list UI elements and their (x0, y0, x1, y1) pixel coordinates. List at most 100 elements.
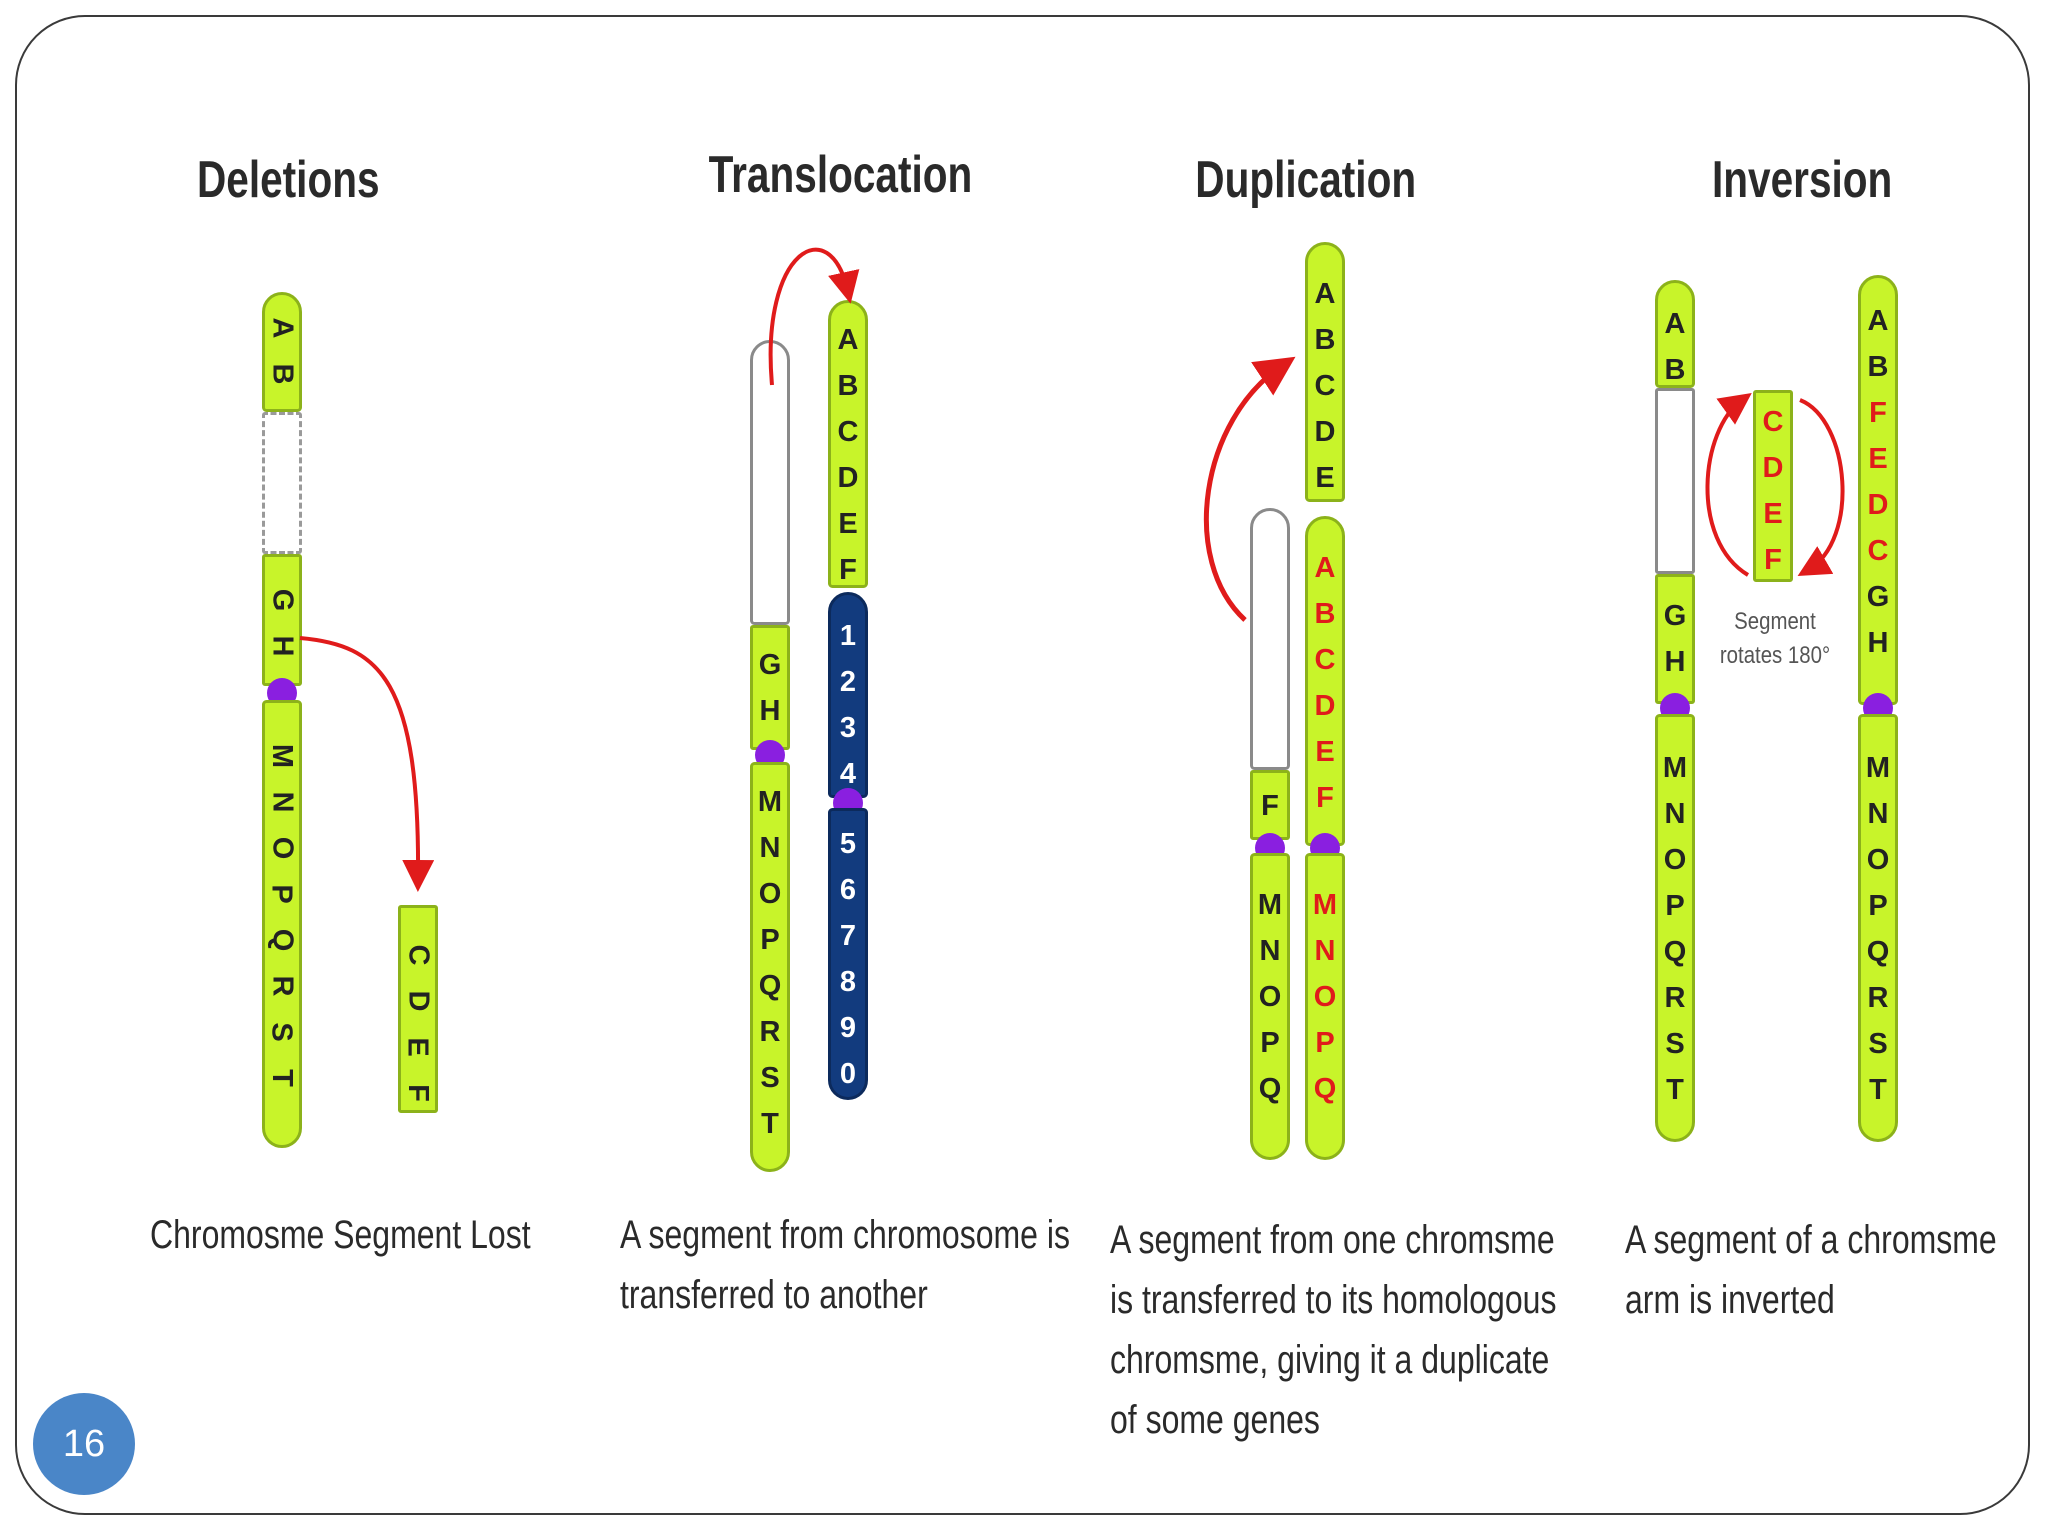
gene-letter: T (1666, 1074, 1684, 1106)
gene-letter: M (1865, 752, 1891, 784)
gene-letter: O (1258, 981, 1282, 1013)
gene-letter: S (1868, 1028, 1888, 1060)
gene-letter: 7 (839, 920, 857, 952)
title-inversion: Inversion (1712, 151, 1893, 209)
gene-letter: M (757, 786, 783, 818)
gene-letter: E (1315, 462, 1335, 494)
translocation-arrow (768, 247, 860, 386)
gene-letter: E (1868, 443, 1888, 475)
gene-letter: A (1314, 278, 1336, 310)
gene-letter: N (1867, 798, 1889, 830)
gene-letter: P (1868, 890, 1888, 922)
gene-letter: T (761, 1108, 779, 1140)
gene-letter: S (760, 1062, 780, 1094)
page-number-badge: 16 (33, 1393, 135, 1495)
gene-letter: O (1866, 844, 1890, 876)
gene-letter: F (1764, 544, 1782, 576)
gene-letter: R (1867, 982, 1889, 1014)
gene-letter: M (1312, 889, 1338, 921)
inversion-arrow-right (1797, 398, 1845, 577)
caption-line: arm is inverted (1625, 1278, 1835, 1322)
gene-letter: B (837, 370, 859, 402)
gene-letter: G (758, 649, 782, 681)
gene-letter: A (1664, 308, 1686, 340)
caption-line: A segment from chromosome is (620, 1213, 1070, 1257)
caption-line: Chromosme Segment Lost (150, 1213, 531, 1257)
gene-letter: F (1261, 790, 1279, 822)
caption-translocation: A segment from chromosome is transferred… (620, 1205, 1070, 1325)
gene-letter: R (1664, 982, 1686, 1014)
inversion-empty-region (1655, 388, 1695, 574)
gene-letter: 5 (839, 828, 857, 860)
caption-line: transferred to another (620, 1273, 928, 1317)
gene-letter: O (1663, 844, 1687, 876)
gene-letter: A (1314, 552, 1336, 584)
gene-letter: Q (1258, 1073, 1282, 1105)
duplication-left-mid: F (1250, 770, 1290, 840)
gene-letter: N (759, 832, 781, 864)
gene-letter: M (1662, 752, 1688, 784)
gene-letter: H (759, 695, 781, 727)
gene-letter: 6 (839, 874, 857, 906)
gene-letter: 0 (839, 1058, 857, 1090)
deletion-gap (262, 412, 302, 554)
gene-letter: B (1664, 354, 1686, 386)
caption-line: chromsme, giving it a duplicate (1110, 1338, 1550, 1382)
gene-letter: Q (1866, 936, 1890, 968)
gene-letter: B (1867, 351, 1889, 383)
gene-letter: 3 (839, 712, 857, 744)
inversion-note-line: Segment (1734, 608, 1816, 635)
caption-line: of some genes (1110, 1398, 1320, 1442)
gene-letter: D (1314, 690, 1336, 722)
gene-letter: Q (758, 970, 782, 1002)
gene-letter: G (1663, 600, 1687, 632)
deletion-arrow (299, 636, 435, 892)
gene-letter: P (1260, 1027, 1280, 1059)
gene-letter: 1 (839, 620, 857, 652)
gene-letter: D (837, 462, 859, 494)
gene-letter: 8 (839, 966, 857, 998)
slide-frame (15, 15, 2030, 1515)
caption-line: A segment of a chromsme (1625, 1218, 1997, 1262)
gene-letter: D (1762, 452, 1784, 484)
gene-letter: E (838, 508, 858, 540)
gene-letter: Q (1663, 936, 1687, 968)
gene-letter: A (1867, 305, 1889, 337)
gene-letter: M (1257, 889, 1283, 921)
gene-letter: P (1665, 890, 1685, 922)
duplication-arrow (1203, 356, 1296, 622)
inversion-arrow-left (1705, 393, 1752, 577)
gene-letter: D (1867, 489, 1889, 521)
gene-letter: B (1314, 324, 1336, 356)
gene-letter: T (1869, 1074, 1887, 1106)
gene-letter: C (837, 416, 859, 448)
duplication-empty-region (1250, 508, 1290, 770)
gene-letter: Q (1313, 1073, 1337, 1105)
gene-letter: A (837, 324, 859, 356)
caption-deletions: Chromosme Segment Lost (150, 1205, 531, 1265)
gene-letter: G (1866, 581, 1890, 613)
gene-letter: P (760, 924, 780, 956)
title-deletions: Deletions (197, 151, 380, 209)
gene-letter: N (1314, 935, 1336, 967)
gene-letter: 4 (839, 758, 857, 790)
gene-letter: C (1314, 370, 1336, 402)
gene-letter: E (1763, 498, 1783, 530)
gene-letter: O (758, 878, 782, 910)
inversion-note: Segment rotates 180° (1711, 605, 1839, 673)
